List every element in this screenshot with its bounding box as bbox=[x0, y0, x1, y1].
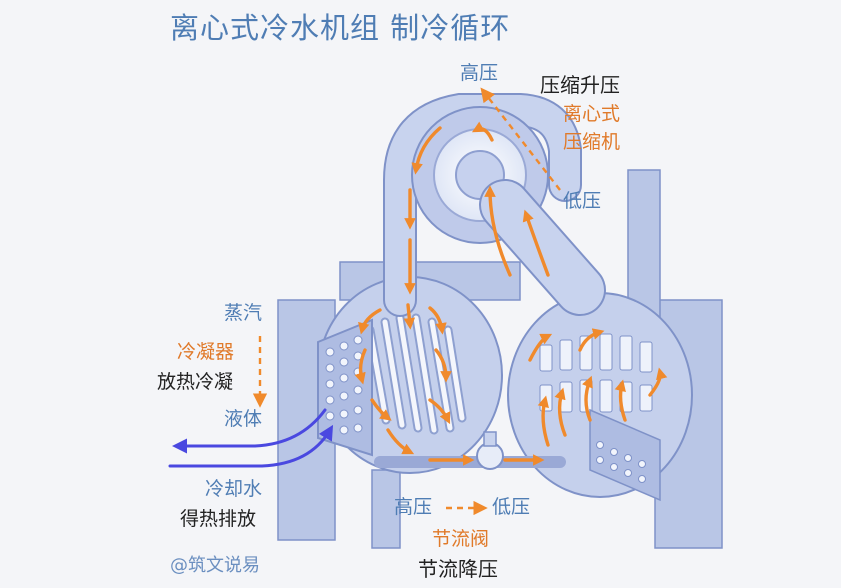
watermark: @筑文说易 bbox=[170, 555, 260, 576]
page-title: 离心式冷水机组 制冷循环 bbox=[170, 11, 511, 45]
valve-action-label: 节流降压 bbox=[418, 557, 498, 581]
condenser-vapor-label: 蒸汽 bbox=[224, 302, 263, 324]
compressor-low-pressure-label: 低压 bbox=[563, 190, 602, 212]
evaporator-shell bbox=[507, 292, 693, 502]
refrigerant-flow-arrows bbox=[354, 121, 668, 466]
cooling-water-name-label: 冷却水 bbox=[205, 478, 263, 500]
valve-low-pressure-label: 低压 bbox=[492, 496, 531, 518]
condenser-action-label: 放热冷凝 bbox=[157, 371, 234, 393]
condenser-liquid-label: 液体 bbox=[224, 408, 263, 430]
compressor-body bbox=[383, 93, 606, 317]
condenser-tube-sheet bbox=[317, 318, 373, 457]
valve-high-pressure-label: 高压 bbox=[394, 496, 433, 518]
cooling-water-action-label: 得热排放 bbox=[180, 508, 257, 530]
cooling-water-arrows bbox=[168, 408, 334, 468]
condenser-name-label: 冷凝器 bbox=[177, 341, 235, 363]
compressor-name-line1: 离心式 bbox=[563, 103, 621, 125]
compressor-pressure-arrow bbox=[480, 87, 561, 191]
valve-name-label: 节流阀 bbox=[432, 528, 490, 550]
compressor-action-label: 压缩升压 bbox=[540, 73, 620, 97]
compressor-high-pressure-label: 高压 bbox=[460, 62, 499, 84]
compressor-name-line2: 压缩机 bbox=[563, 131, 621, 153]
